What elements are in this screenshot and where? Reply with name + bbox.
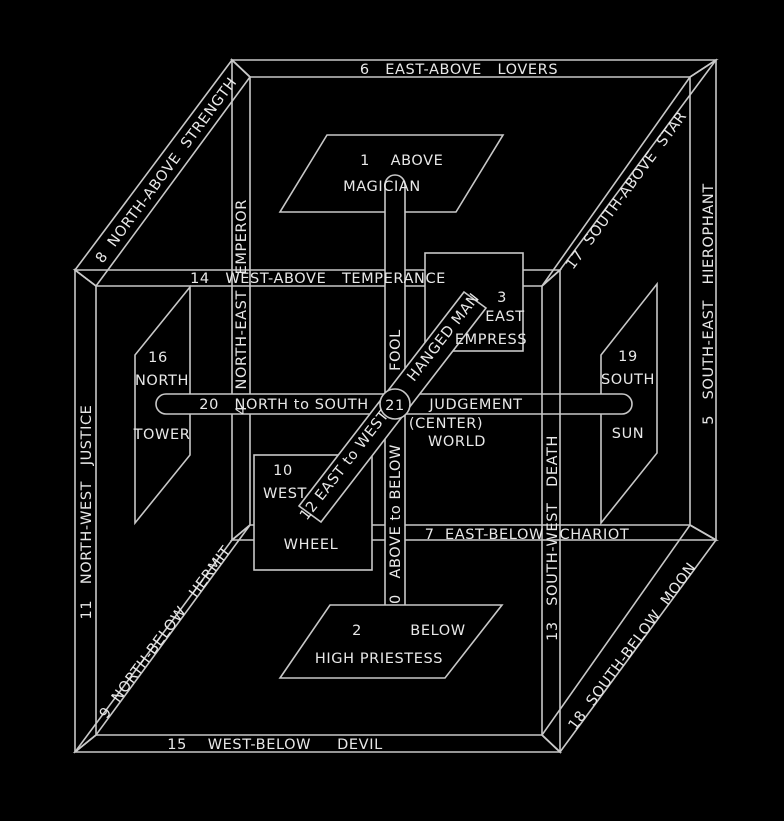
north-name: TOWER [133, 427, 191, 443]
above-name: MAGICIAN [343, 179, 421, 195]
edge-bottom-right-band [540, 523, 718, 754]
north-direction: NORTH [135, 373, 189, 389]
label-north-to-south: 20 NORTH to SOUTH [199, 397, 368, 413]
label-south-east-hierophant: 5 SOUTH-EAST HIEROPHANT [701, 183, 717, 425]
label-west-below-devil: 15 WEST-BELOW DEVIL [167, 737, 383, 753]
below-name: HIGH PRIESTESS [315, 651, 443, 667]
label-north-below-hermit: 9 NORTH-BELOW HERMIT [97, 543, 235, 721]
south-name: SUN [612, 426, 644, 442]
east-number: 3 [497, 290, 507, 306]
label-south-below-moon: 18 SOUTH-BELOW MOON [566, 560, 700, 733]
north-number: 16 [148, 350, 168, 366]
label-north-east-emperor: 4 NORTH-EAST EMPEROR [234, 199, 250, 415]
label-south-west-death: 13 SOUTH-WEST DEATH [545, 435, 561, 641]
label-west-above-temperance: 14 WEST-ABOVE TEMPERANCE [190, 271, 446, 287]
label-north-above-strength: 8 NORTH-ABOVE STRENGTH [93, 75, 241, 267]
label-south-above-star: 17 SOUTH-ABOVE STAR [563, 109, 690, 273]
west-direction: WEST [263, 486, 307, 502]
face-above-magician [278, 134, 505, 213]
below-number: 2 [352, 623, 362, 639]
above-direction: ABOVE [391, 153, 444, 169]
center-node [379, 388, 411, 420]
south-direction: SOUTH [601, 372, 655, 388]
center-name: WORLD [428, 434, 486, 450]
center-number: 21 [385, 398, 405, 414]
label-east-below-chariot: 7 EAST-BELOW CHARIOT [425, 527, 630, 543]
label-east-above-lovers: 6 EAST-ABOVE LOVERS [360, 62, 558, 78]
east-direction: EAST [485, 309, 525, 325]
edge-bottom-left-band [74, 524, 251, 753]
face-below-high-priestess [278, 604, 504, 679]
label-judgement: JUDGEMENT [428, 397, 522, 413]
label-north-west-justice: 11 NORTH-WEST JUSTICE [79, 405, 95, 620]
label-fool: FOOL [388, 329, 404, 371]
below-direction: BELOW [410, 623, 465, 639]
east-name: EMPRESS [455, 332, 527, 348]
south-number: 19 [618, 349, 638, 365]
west-name: WHEEL [284, 537, 339, 553]
center-label: (CENTER) [409, 416, 483, 432]
west-number: 10 [273, 463, 293, 479]
label-above-to-below: 0 ABOVE to BELOW [388, 444, 404, 604]
above-number: 1 [360, 153, 370, 169]
